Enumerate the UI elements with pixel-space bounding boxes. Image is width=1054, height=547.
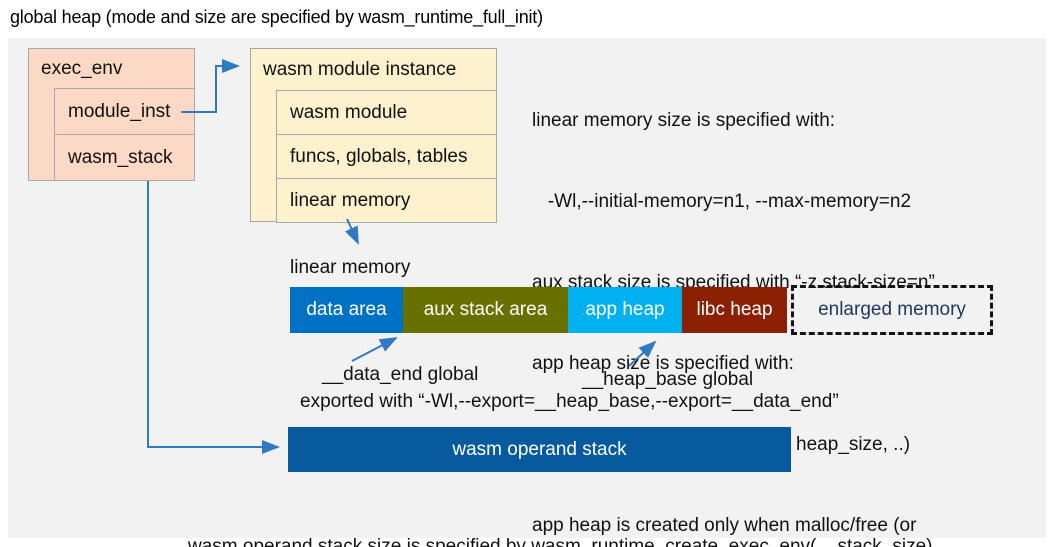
diagram-title: global heap (mode and size are specified…	[10, 7, 543, 27]
segment-aux-stack-area: aux stack area	[403, 287, 568, 333]
data-end-global-label: __data_end global	[322, 364, 479, 385]
module-instance-box: wasm module instance wasm module funcs, …	[250, 48, 497, 223]
segment-data-area: data area	[290, 287, 403, 333]
module-instance-header: wasm module instance	[263, 58, 457, 80]
module-instance-row-linear-memory: linear memory	[276, 178, 497, 223]
segment-app-heap: app heap	[568, 287, 682, 333]
note-line: linear memory size is specified with:	[532, 110, 836, 131]
exec-env-header: exec_env	[41, 58, 123, 79]
operand-stack-notes: wasm operand stack size is specified by …	[188, 482, 1048, 547]
note-line: -Wl,--initial-memory=n1, --max-memory=n2	[532, 191, 912, 212]
wasm-operand-stack-label: wasm operand stack	[452, 438, 627, 460]
exec-env-row-wasm-stack: wasm_stack	[54, 134, 195, 181]
module-instance-row-wasm-module: wasm module	[276, 90, 497, 135]
export-note: exported with “-Wl,--export=__heap_base,…	[300, 391, 839, 412]
note-line: app heap is created only when malloc/fre…	[532, 515, 917, 536]
heap-base-global-label: __heap_base global	[582, 369, 754, 390]
linear-memory-bar: data area aux stack area app heap libc h…	[290, 285, 993, 335]
segment-enlarged-memory: enlarged memory	[791, 285, 993, 335]
note-line: wasm operand stack size is specified by …	[188, 536, 933, 547]
linear-memory-label: linear memory	[290, 257, 411, 278]
segment-libc-heap: libc heap	[682, 287, 787, 333]
exec-env-box: exec_env module_inst wasm_stack	[28, 48, 195, 181]
note-line: app heap size is specified with:	[532, 353, 794, 374]
exec-env-row-module-inst: module_inst	[54, 88, 195, 135]
wasm-operand-stack-bar: wasm operand stack	[288, 427, 791, 472]
module-instance-row-funcs-globals-tables: funcs, globals, tables	[276, 134, 497, 179]
